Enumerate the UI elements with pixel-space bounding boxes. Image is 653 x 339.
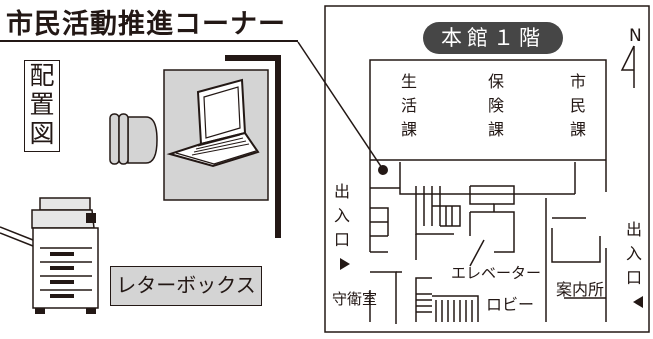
chair-icon [109, 113, 158, 165]
entrance-left-arrow-icon [340, 258, 350, 270]
entrance-right-label: 出入口 [625, 220, 642, 287]
entrance-left-label: 出入口 [333, 182, 350, 249]
title-underline [0, 40, 298, 42]
elevator-label: エレベーター [451, 264, 542, 282]
elevator-shaft [469, 185, 515, 253]
entrance-right-arrow-icon [633, 296, 643, 308]
layout-map-label: 配置図 [24, 60, 60, 152]
department-shimin: 市民課 [569, 72, 586, 139]
copier-icon [0, 197, 99, 314]
laptop-icon [166, 78, 260, 168]
information-desk-label: 案内所 [556, 280, 605, 299]
lobby-label: ロビー [486, 295, 535, 314]
north-arrow-icon [620, 45, 635, 88]
diagram-title: 市民活動推進コーナー [6, 9, 286, 40]
partition-wall [225, 55, 281, 238]
building-walls [369, 59, 607, 324]
mailbox-label: レターボックス [110, 266, 262, 306]
floor-title: 本館１階 [423, 22, 563, 54]
department-seikatsu: 生活課 [400, 72, 417, 139]
compass-label: N [629, 26, 642, 46]
guard-room-label: 守衛室 [332, 290, 378, 308]
lobby-stairs-icon [416, 293, 473, 322]
leader-line [297, 41, 383, 169]
stairs-icon [415, 186, 461, 260]
location-marker [378, 165, 388, 175]
department-hoken: 保険課 [487, 72, 504, 139]
